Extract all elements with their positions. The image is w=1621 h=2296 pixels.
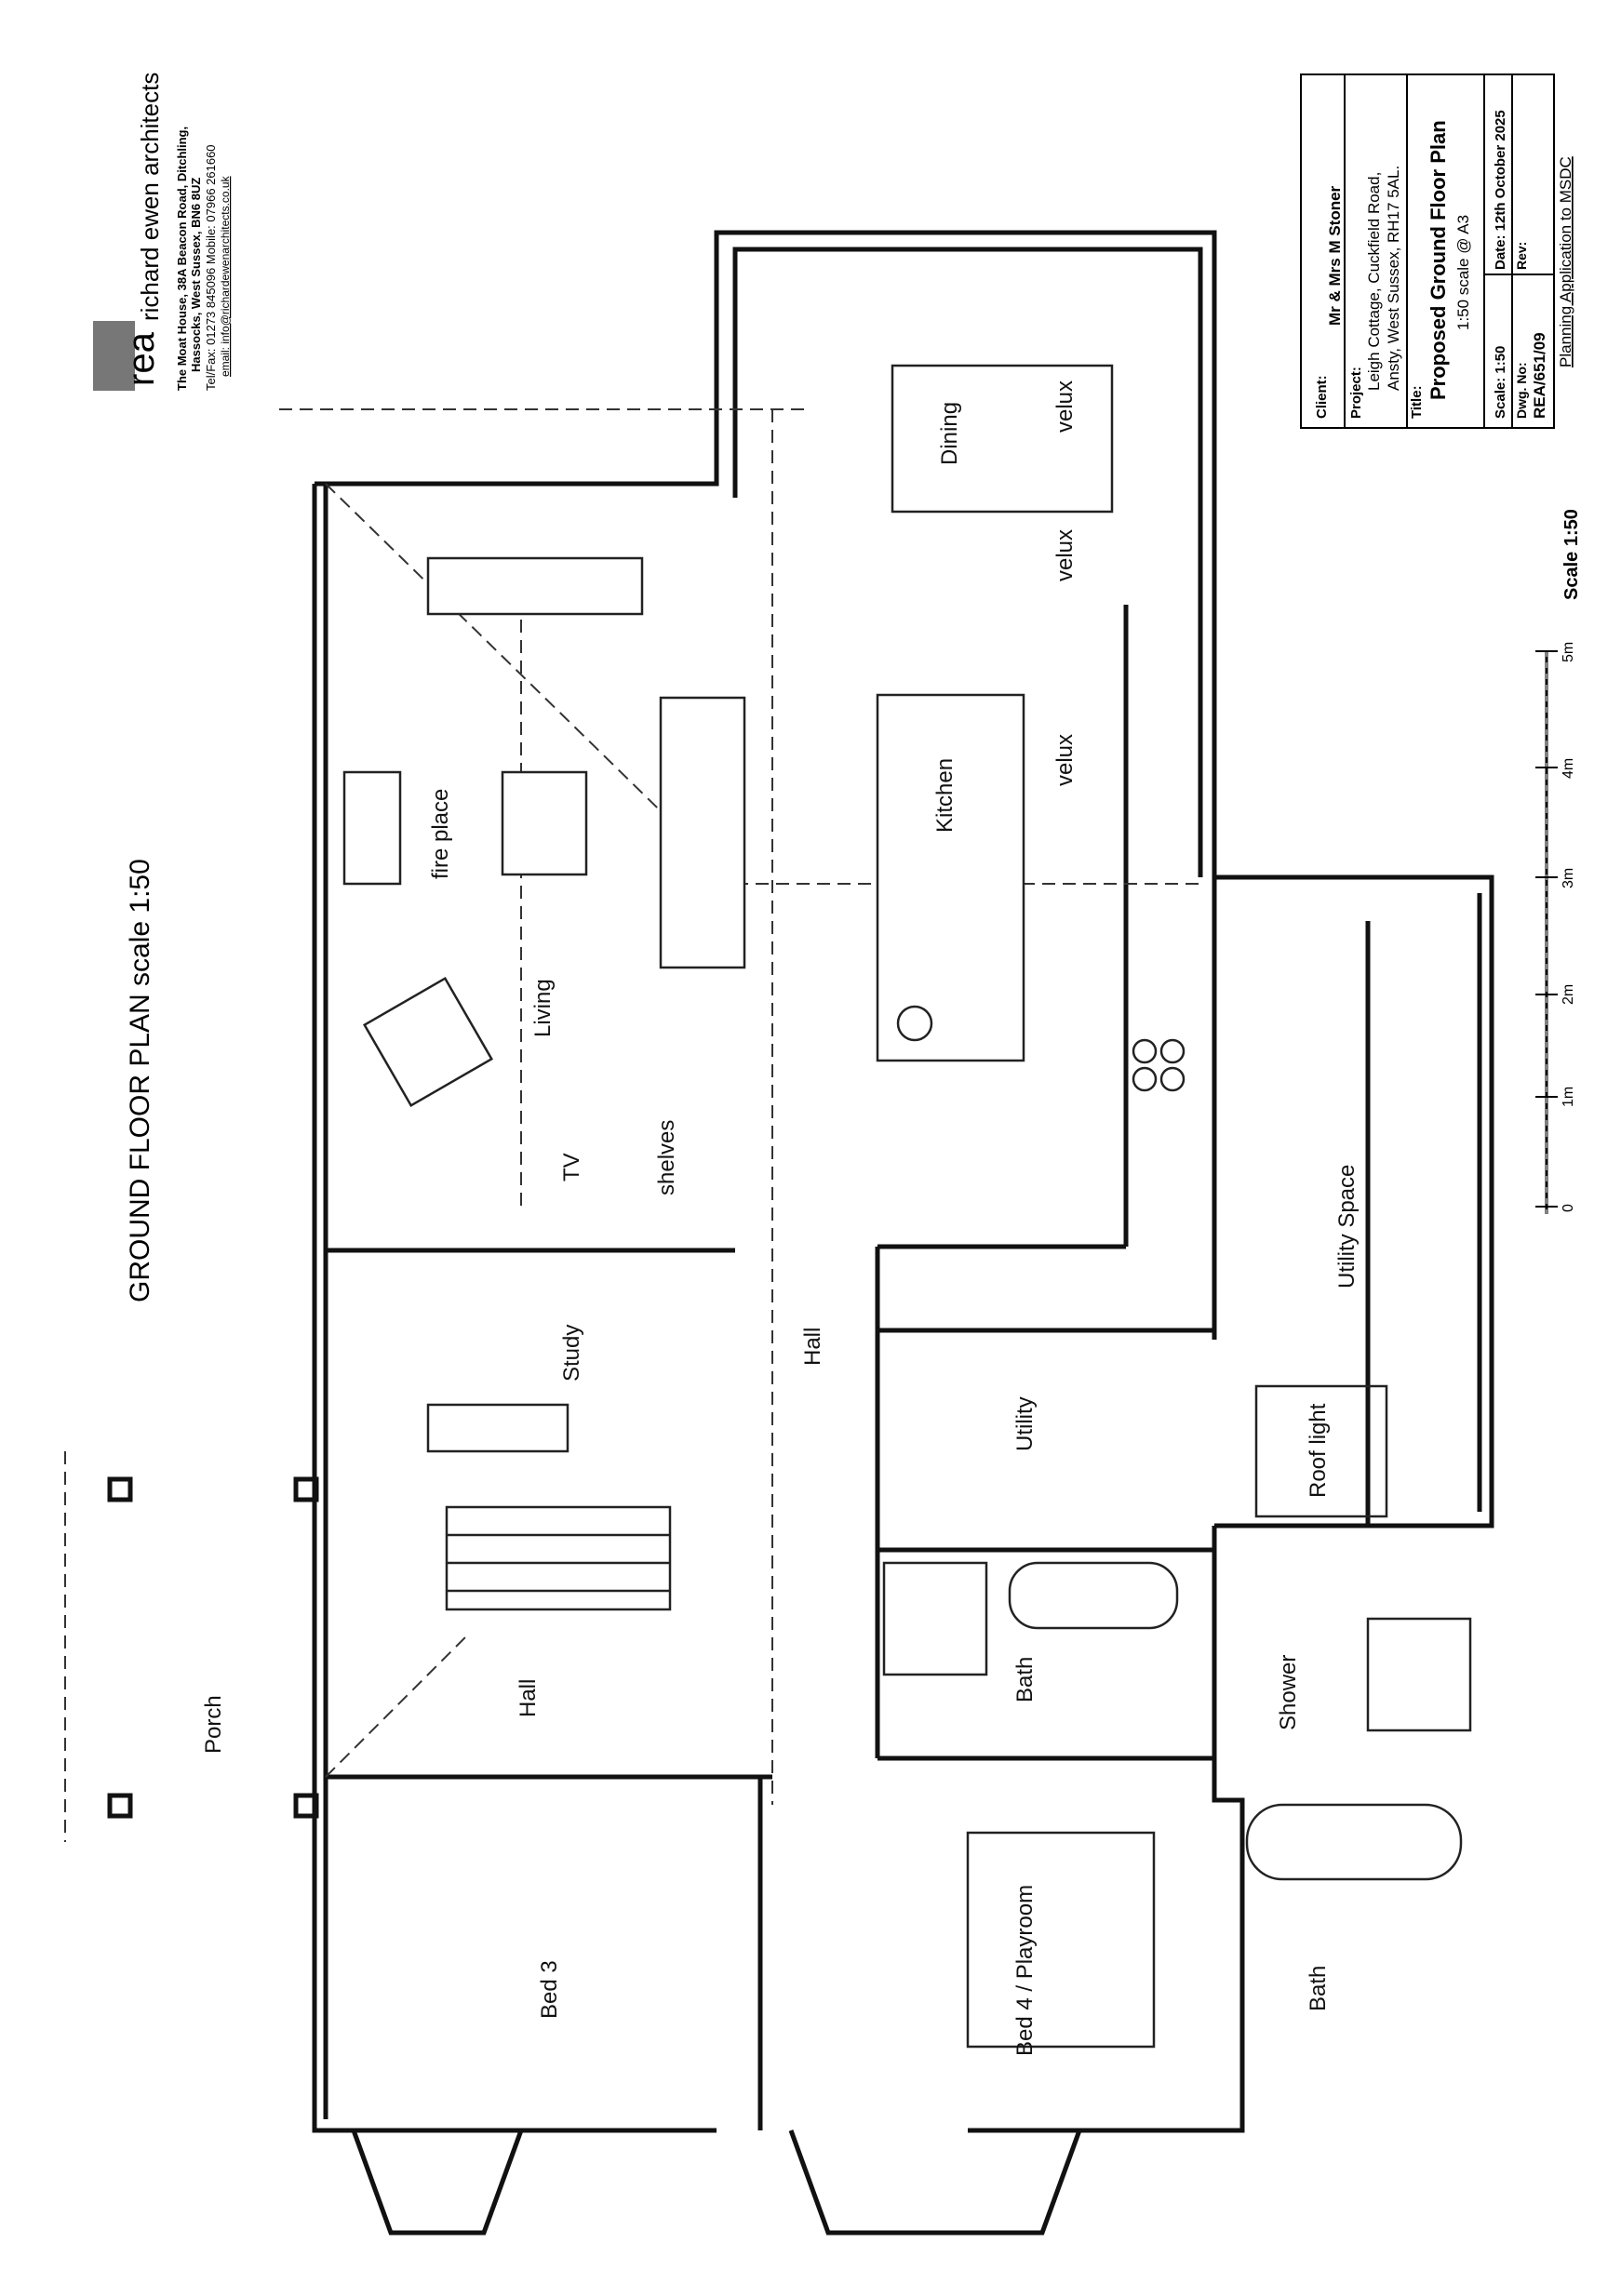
project-label: Project: bbox=[1348, 367, 1364, 419]
date-field: Date: 12th October 2025 bbox=[1493, 110, 1508, 270]
scale-tick-0: 0 bbox=[1561, 1204, 1576, 1212]
bath-tub-2 bbox=[1245, 1803, 1463, 1881]
sofa-1 bbox=[426, 556, 644, 616]
scale-bar: 0 1m 2m 3m 4m 5m Scale 1:50 bbox=[1535, 509, 1582, 1214]
label-bath-1: Bath bbox=[1012, 1657, 1038, 1702]
label-porch: Porch bbox=[201, 1695, 226, 1754]
scale-tick-3m: 3m bbox=[1561, 868, 1576, 888]
label-hall-upper: Hall bbox=[800, 1328, 825, 1366]
label-velux-3: velux bbox=[1052, 734, 1078, 786]
drawing-subtitle: 1:50 scale @ A3 bbox=[1454, 215, 1472, 330]
label-study: Study bbox=[559, 1325, 584, 1382]
furniture bbox=[342, 364, 1472, 2049]
label-fireplace: fire place bbox=[428, 789, 453, 879]
logo-block bbox=[93, 321, 135, 391]
coffee-table bbox=[501, 770, 588, 876]
status-text: Planning Application to MSDC bbox=[1557, 156, 1574, 367]
practice-address-2: Hassocks, West Sussex, BN6 8UZ bbox=[189, 178, 203, 372]
project-line-1: Leigh Cottage, Cuckfield Road, bbox=[1365, 172, 1383, 391]
shower-tray-2 bbox=[1366, 1617, 1472, 1732]
label-velux-1: velux bbox=[1052, 380, 1078, 433]
desk bbox=[426, 1403, 569, 1453]
dining-table bbox=[891, 364, 1114, 514]
label-living: Living bbox=[530, 979, 556, 1037]
label-shower: Shower bbox=[1276, 1655, 1301, 1730]
practice-phone: Tel/Fax: 01273 845096 Mobile: 07966 2616… bbox=[204, 144, 218, 391]
label-bed-4: Bed 4 / Playroom bbox=[1012, 1885, 1038, 2056]
client-name: Mr & Mrs M Stoner bbox=[1326, 185, 1344, 326]
hob bbox=[1132, 1038, 1186, 1092]
dwg-no: REA/651/09 bbox=[1531, 332, 1548, 419]
label-tv: TV bbox=[559, 1153, 584, 1181]
drawing-title: Proposed Ground Floor Plan bbox=[1427, 120, 1450, 400]
kitchen-island bbox=[876, 693, 1025, 1062]
label-velux-2: velux bbox=[1052, 529, 1078, 581]
scale-field: Scale: 1:50 bbox=[1493, 346, 1508, 419]
scale-tick-4m: 4m bbox=[1561, 758, 1576, 779]
sofa-2 bbox=[659, 696, 746, 969]
label-bath-2: Bath bbox=[1306, 1966, 1331, 2011]
scale-tick-2m: 2m bbox=[1561, 984, 1576, 1005]
rev-field: Rev: bbox=[1514, 242, 1529, 270]
logo-initials: rea bbox=[121, 331, 162, 386]
sink bbox=[896, 1005, 933, 1042]
label-bed-3: Bed 3 bbox=[537, 1960, 562, 2019]
client-label: Client: bbox=[1314, 375, 1330, 419]
porch-posts bbox=[64, 1451, 319, 1842]
practice-logo: rea richard ewen architects The Moat Hou… bbox=[93, 73, 232, 391]
fireplace bbox=[342, 770, 402, 886]
label-hall-lower: Hall bbox=[516, 1679, 541, 1717]
armchair bbox=[362, 976, 494, 1108]
project-line-2: Ansty, West Sussex, RH17 5AL. bbox=[1385, 166, 1402, 391]
scale-tick-1m: 1m bbox=[1561, 1087, 1576, 1107]
label-utility: Utility bbox=[1012, 1396, 1038, 1451]
label-kitchen: Kitchen bbox=[932, 758, 958, 833]
scale-bar-title: Scale 1:50 bbox=[1561, 509, 1582, 600]
practice-address-1: The Moat House, 38A Beacon Road, Ditchli… bbox=[175, 127, 189, 391]
label-utility-space: Utility Space bbox=[1334, 1165, 1360, 1288]
title-label: Title: bbox=[1409, 385, 1425, 419]
title-block: Client: Mr & Mrs M Stoner Project: Leigh… bbox=[1300, 73, 1574, 429]
practice-name: richard ewen architects bbox=[136, 73, 164, 321]
practice-email: email: info@richardewenarchitects.co.uk bbox=[219, 175, 232, 377]
room-labels: Dining velux velux velux Kitchen fire pl… bbox=[201, 380, 1360, 2056]
label-roof-light: Roof light bbox=[1306, 1403, 1331, 1498]
shower-tray bbox=[882, 1561, 988, 1676]
bath-tub-1 bbox=[1008, 1561, 1179, 1630]
walls bbox=[312, 230, 1494, 2236]
bed4-bed bbox=[966, 1831, 1156, 2049]
label-dining: Dining bbox=[937, 402, 962, 465]
roof-light bbox=[1254, 1384, 1388, 1518]
scale-tick-5m: 5m bbox=[1561, 642, 1576, 662]
dwg-no-label: Dwg. No: bbox=[1514, 362, 1529, 419]
label-shelves: shelves bbox=[654, 1120, 679, 1195]
drawing-heading: GROUND FLOOR PLAN scale 1:50 bbox=[125, 859, 155, 1302]
